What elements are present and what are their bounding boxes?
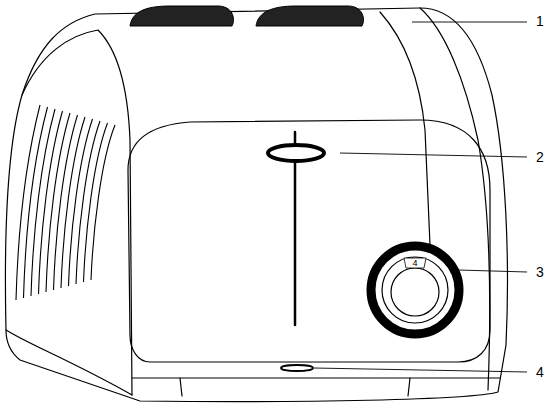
vent-slat	[39, 111, 63, 294]
side-panel	[22, 30, 132, 395]
leader-line	[314, 368, 527, 372]
dial-ring	[382, 257, 448, 323]
callout-number: 3	[536, 265, 544, 279]
callout-number: 4	[536, 365, 544, 379]
base-front	[180, 378, 410, 396]
vent-slat	[24, 107, 48, 298]
vent-slat	[16, 105, 40, 300]
leader-line	[412, 22, 527, 23]
side-panel-edge	[6, 330, 132, 395]
leader-line	[340, 153, 527, 157]
vent-slat	[76, 121, 100, 284]
toaster-body	[5, 8, 507, 402]
vent-slat	[84, 123, 108, 282]
base	[132, 377, 500, 378]
lever	[268, 145, 324, 161]
callout-number: 2	[536, 150, 544, 164]
bread-slot	[256, 6, 363, 26]
crumb-tray-release	[281, 365, 313, 371]
vent-slat	[69, 119, 93, 286]
dial-setting: 4	[412, 259, 417, 268]
dial-pointer	[404, 258, 426, 268]
front-face-right	[380, 12, 430, 245]
vent-slat	[46, 113, 70, 292]
vent-slat	[61, 117, 85, 288]
bread-slot	[130, 6, 233, 26]
leader-line	[458, 270, 527, 272]
vent-slat	[91, 125, 115, 280]
browning-dial	[371, 246, 459, 334]
dial-knob	[391, 268, 439, 316]
vent-slat	[54, 115, 78, 290]
front-panel	[128, 120, 490, 362]
callout-number: 1	[536, 14, 544, 28]
vent-slat	[31, 109, 55, 296]
